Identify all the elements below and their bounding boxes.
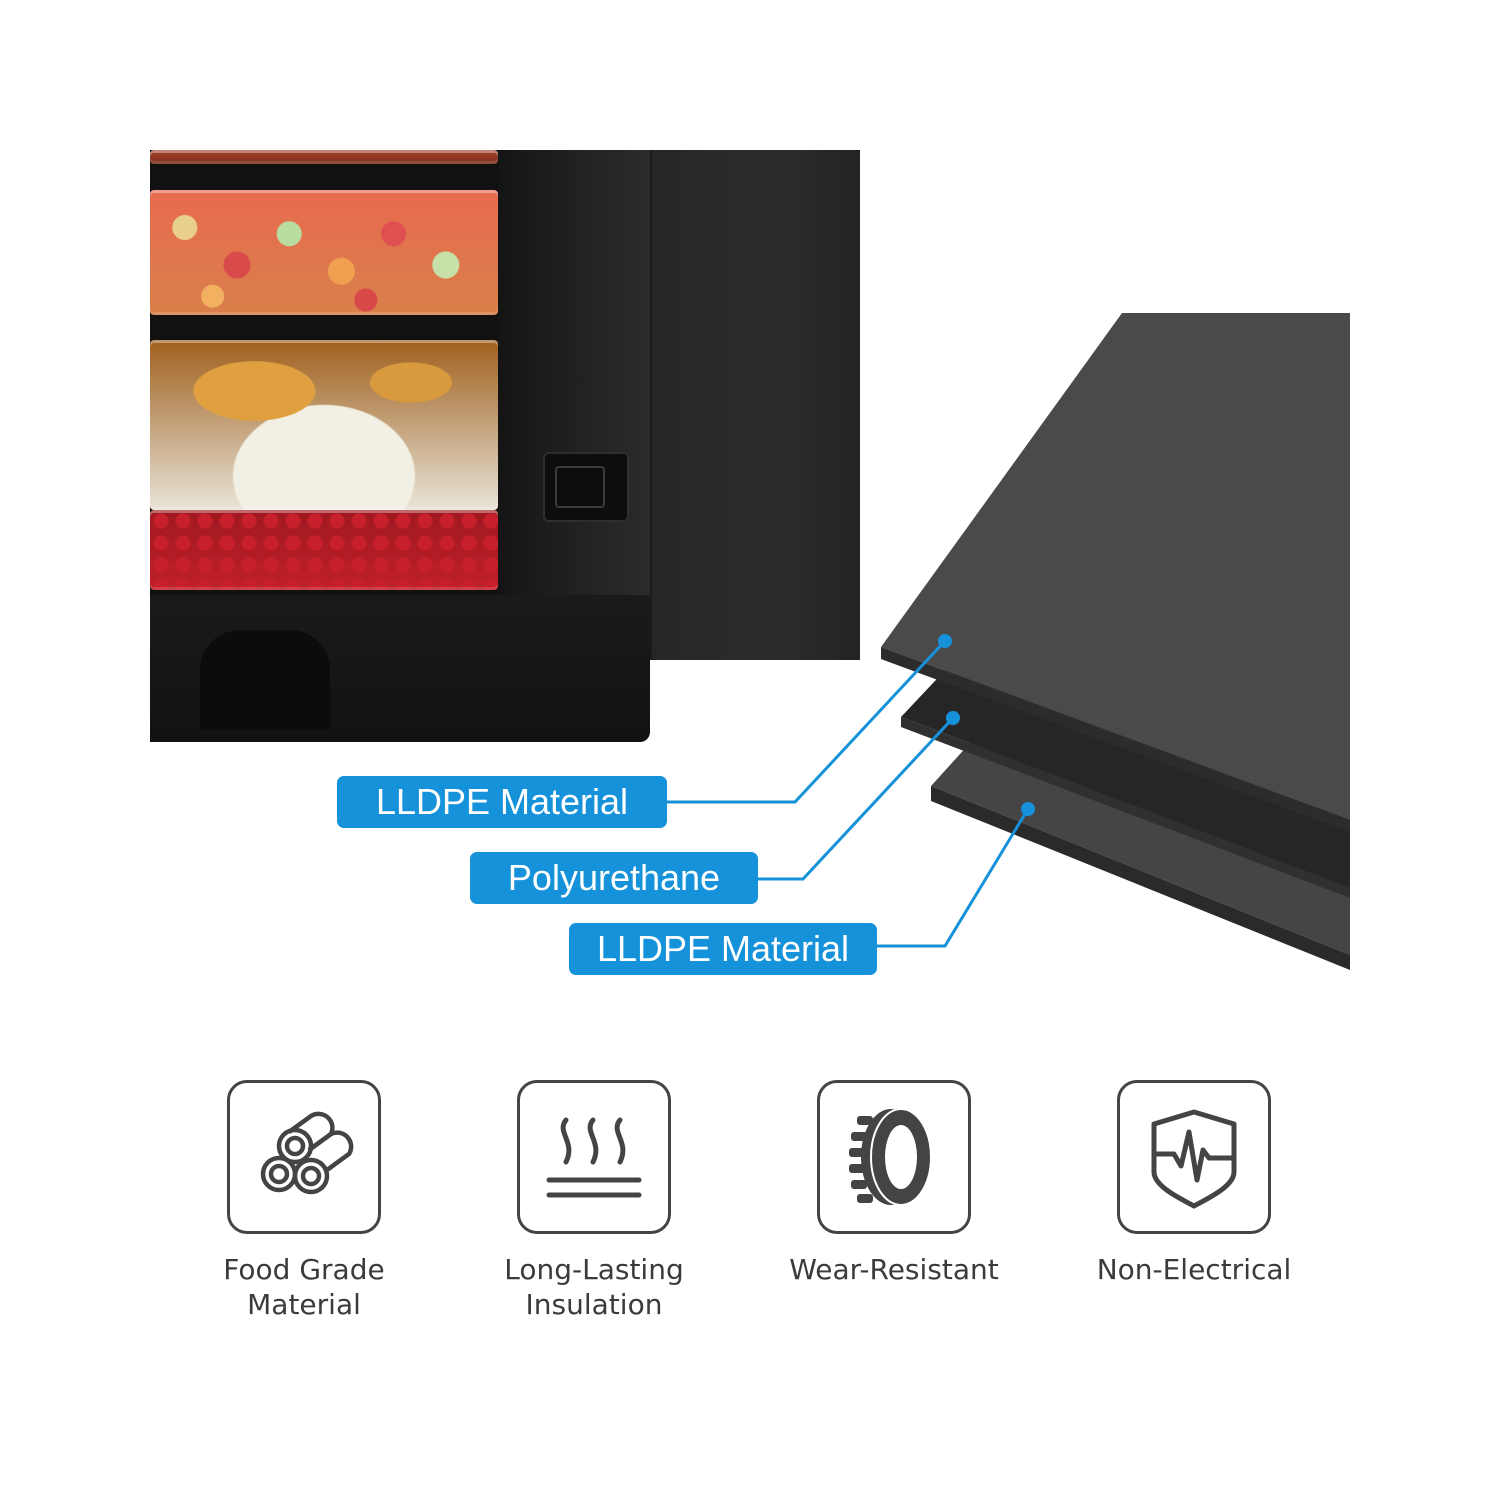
leader-line-2: [758, 716, 955, 881]
layer-middle-polyurethane: [901, 665, 1350, 898]
layer-bottom-lldpe: [931, 710, 1350, 970]
heat-waves-icon: [517, 1080, 671, 1234]
food-pan-chicken: [150, 340, 498, 510]
feature-label: Non-Electrical: [1096, 1253, 1292, 1286]
tire-icon: [817, 1080, 971, 1234]
cabinet-side-panel: [650, 150, 860, 660]
feature-label: Long-Lasting Insulation: [504, 1253, 684, 1321]
food-pans-window: [150, 150, 510, 595]
shield-pulse-icon: [1117, 1080, 1271, 1234]
callout-label-top-layer: LLDPE Material: [337, 776, 667, 828]
callout-label-bottom-layer: LLDPE Material: [569, 923, 877, 975]
food-pan-tomatoes: [150, 510, 498, 590]
leader-line-3: [877, 808, 1030, 948]
feature-non-electrical: Non-Electrical: [1064, 1080, 1324, 1287]
feature-label: Wear-Resistant: [789, 1253, 999, 1286]
door-latch: [543, 452, 629, 522]
features-row: Food Grade Material Long-Lasting Insulat…: [0, 1080, 1500, 1340]
callout-dot-1: [938, 634, 952, 648]
feature-insulation: Long-Lasting Insulation: [464, 1080, 724, 1322]
layer-top-lldpe: [881, 313, 1350, 832]
product-photo: [150, 150, 860, 742]
feature-food-grade: Food Grade Material: [174, 1080, 434, 1322]
callout-dot-3: [1021, 802, 1035, 816]
food-pan-meat: [150, 150, 498, 164]
callout-dot-2: [946, 711, 960, 725]
feature-label: Food Grade Material: [223, 1253, 385, 1321]
pipes-icon: [227, 1080, 381, 1234]
cabinet-base-handle: [200, 630, 330, 730]
feature-wear-resistant: Wear-Resistant: [764, 1080, 1024, 1287]
callout-label-middle-layer: Polyurethane: [470, 852, 758, 904]
food-pan-fruit: [150, 190, 498, 315]
